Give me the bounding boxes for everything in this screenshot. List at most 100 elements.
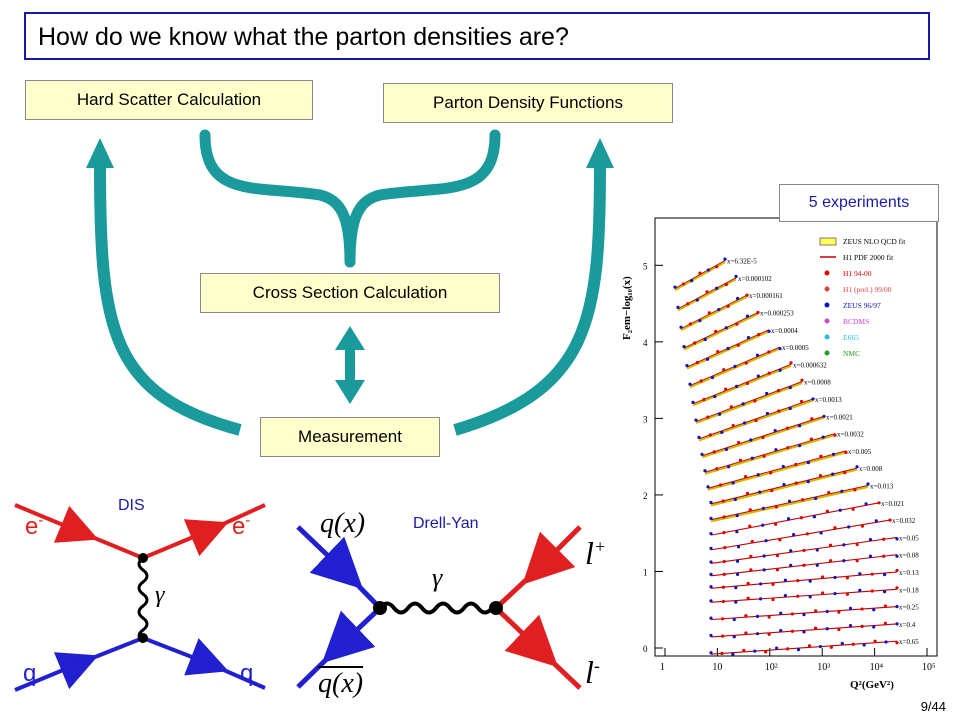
- plot-data-point: [821, 591, 825, 595]
- plot-bin-label: x=0.0013: [815, 396, 842, 404]
- plot-data-point: [802, 630, 806, 634]
- plot-data-point: [811, 397, 815, 401]
- dis-electron-in-line-b: [79, 530, 144, 560]
- plot-data-point: [868, 554, 873, 558]
- plot-data-point: [844, 450, 848, 454]
- plot-x-tick-label: 10³: [817, 662, 830, 673]
- plot-data-point: [688, 322, 693, 326]
- plot-data-point: [833, 592, 837, 596]
- plot-data-point: [833, 526, 837, 530]
- plot-data-point: [783, 594, 788, 598]
- plot-data-point: [771, 597, 775, 602]
- plot-data-point: [765, 391, 769, 396]
- dis-quark-in-line-a: [14, 652, 99, 692]
- plot-data-point: [676, 305, 680, 309]
- plot-data-point: [695, 298, 699, 302]
- plot-data-point: [734, 274, 738, 278]
- plot-data-point: [831, 452, 836, 456]
- plot-data-point: [745, 293, 749, 297]
- double-arrow-head-bottom: [335, 380, 365, 404]
- plot-data-point: [782, 482, 786, 487]
- plot-data-point: [715, 467, 719, 471]
- plot-data-point: [709, 599, 713, 603]
- plot-data-point: [755, 614, 760, 618]
- plot-data-point: [709, 633, 713, 638]
- plot-bin-label: x=6.32E-5: [727, 258, 757, 266]
- plot-data-point: [761, 523, 765, 527]
- plot-data-point: [717, 412, 722, 416]
- title-box: How do we know what the parton densities…: [24, 12, 930, 60]
- plot-fit-line: [683, 312, 759, 349]
- dis-photon-wavy: [137, 556, 149, 644]
- plot-data-point: [709, 516, 713, 520]
- plot-data-point: [842, 559, 846, 563]
- plot-data-point: [769, 471, 773, 475]
- plot-data-point: [868, 538, 873, 542]
- plot-data-point: [757, 332, 761, 337]
- dy-vertex-left: [373, 601, 387, 615]
- plot-data-point: [800, 498, 805, 502]
- plot-data-point: [840, 641, 844, 646]
- plot-data-point: [873, 639, 877, 643]
- plot-data-point: [734, 600, 738, 604]
- plot-data-point: [828, 543, 833, 547]
- plot-data-point: [799, 516, 804, 520]
- plot-data-point: [860, 607, 864, 611]
- plot-data-point: [673, 285, 677, 289]
- plot-data-point: [758, 490, 762, 494]
- plot-data-point: [718, 483, 723, 487]
- plot-data-point: [745, 491, 750, 496]
- plot-data-point: [789, 549, 793, 553]
- plot-data-point: [872, 625, 876, 629]
- plot-bin-label: x=0.0005: [782, 344, 809, 352]
- pdf-box: Parton Density Functions: [383, 83, 673, 123]
- plot-data-point: [755, 632, 760, 636]
- plot-bin-label: x=0.021: [881, 500, 905, 508]
- plot-data-point: [848, 624, 853, 628]
- plot-data-point: [722, 559, 726, 564]
- dy-lepton-plus-line-a: [522, 525, 582, 585]
- plot-data-point: [825, 509, 829, 513]
- plot-data-point: [838, 508, 842, 512]
- plot-bin-label: x=0.000102: [738, 275, 772, 283]
- plot-data-point: [744, 361, 748, 365]
- plot-data-point: [895, 537, 899, 541]
- plot-data-point: [722, 515, 726, 519]
- plot-data-point: [750, 539, 754, 544]
- plot-data-point: [812, 515, 816, 519]
- plot-data-point: [721, 585, 726, 589]
- plot-legend-label: BCDMS: [843, 317, 869, 326]
- plot-data-point: [729, 405, 733, 409]
- plot-data-point: [818, 474, 823, 478]
- plot-data-point: [848, 606, 853, 610]
- plot-bin-label: x=0.0032: [837, 431, 864, 439]
- plot-fit-band: [695, 382, 803, 425]
- plot-bin-label: x=0.032: [892, 517, 916, 525]
- plot-data-point: [787, 499, 792, 503]
- plot-data-point: [833, 433, 837, 437]
- plot-y-tick-label: 1: [643, 567, 648, 577]
- plot-data-point: [800, 378, 804, 382]
- dis-vertex-bottom: [138, 633, 148, 643]
- cross-section-box: Cross Section Calculation: [200, 273, 500, 313]
- dy-lepton-minus-label: l-: [585, 654, 600, 690]
- plot-data-point: [764, 650, 768, 654]
- plot-data-point: [774, 505, 779, 509]
- plot-x-tick-label: 1: [660, 662, 665, 673]
- plot-data-point: [722, 572, 726, 576]
- plot-bin-label: x=0.005: [848, 448, 872, 456]
- plot-data-point: [806, 480, 810, 484]
- plot-fit-line: [710, 519, 891, 551]
- plot-data-point: [736, 343, 740, 347]
- measurement-box: Measurement: [260, 417, 440, 457]
- plot-data-point: [882, 537, 886, 541]
- plot-data-point: [700, 452, 704, 456]
- plot-data-point: [705, 357, 710, 361]
- plot-data-point: [789, 361, 793, 365]
- plot-legend-label: H1 (prel.) 99/00: [843, 285, 892, 294]
- dy-quark-line-a: [296, 525, 364, 590]
- plot-data-point: [781, 464, 785, 469]
- dy-antiquark-line-a: [321, 606, 382, 664]
- plot-data-point: [814, 609, 818, 613]
- plot-y-tick-label: 2: [643, 491, 648, 501]
